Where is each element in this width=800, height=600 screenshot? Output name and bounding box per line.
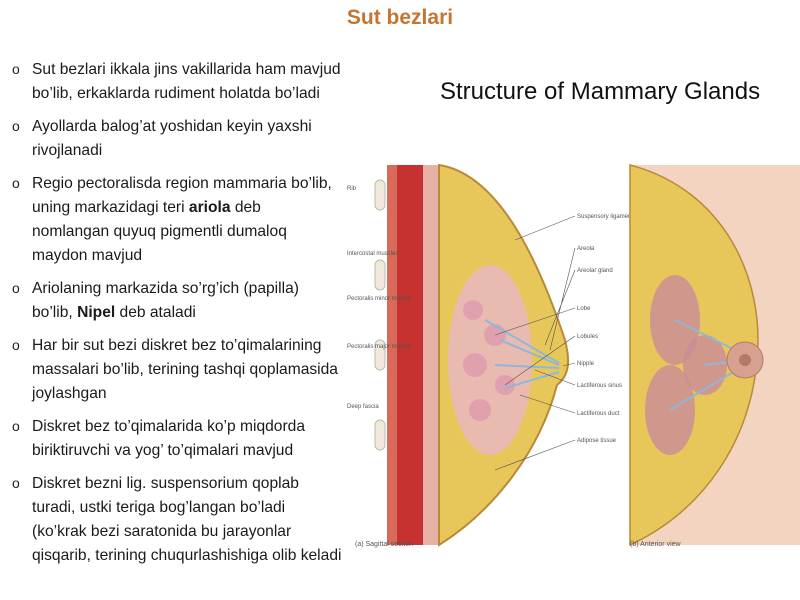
bullet-text: Sut bezlari ikkala jins vakillarida ham … <box>32 61 341 102</box>
label-intercostal: Intercostal muscles <box>347 251 398 257</box>
bullet-text: Har bir sut bezi diskret bez to’qimalari… <box>32 337 338 402</box>
label-lobe: Lobe <box>577 306 591 312</box>
label-lactiferous-sinus: Lactiferous sinus <box>577 383 622 389</box>
label-leader-lines <box>494 215 576 471</box>
label-adipose: Adipose tissue <box>577 438 617 444</box>
bullet-marker-icon: o <box>12 418 20 434</box>
label-areola: Areola <box>577 246 595 252</box>
rib-shape <box>374 419 386 451</box>
bullet-marker-icon: o <box>12 175 20 191</box>
rib-shape <box>374 259 386 291</box>
lactiferous-ducts <box>484 319 560 389</box>
muscle-layer-major <box>397 165 423 545</box>
bullet-text: Ariolaning markazida so’rg’ich (papilla)… <box>32 280 299 321</box>
bullet-marker-icon: o <box>12 280 20 296</box>
bullet-marker-icon: o <box>12 475 20 491</box>
bullet-item: o Diskret bezni lig. suspensorium qoplab … <box>12 472 342 568</box>
caption-anterior: (b) Anterior view <box>630 541 682 548</box>
bullet-item: o Har bir sut bezi diskret bez to’qimalar… <box>12 334 342 406</box>
label-lobules: Lobules <box>577 334 598 340</box>
label-pec-major: Pectoralis major muscle <box>347 344 411 350</box>
muscle-layer-minor <box>387 165 397 545</box>
label-lactiferous-duct: Lactiferous duct <box>577 411 620 417</box>
bullet-marker-icon: o <box>12 118 20 134</box>
bullet-marker-icon: o <box>12 337 20 353</box>
bullet-item: o Sut bezlari ikkala jins vakillarida ham… <box>12 58 342 106</box>
bullet-item: o Regio pectoralisda region mammaria bo’l… <box>12 172 342 268</box>
mammary-gland-illustration: Rib Intercostal muscles Pectoralis minor… <box>345 160 800 560</box>
label-deep-fascia: Deep fascia <box>347 404 379 410</box>
diagram-title: Structure of Mammary Glands <box>440 78 761 105</box>
label-rib: Rib <box>347 186 357 192</box>
caption-sagittal: (a) Sagittal section <box>355 541 413 548</box>
bullet-marker-icon: o <box>12 61 20 77</box>
bullet-text: Diskret bezni lig. suspensorium qoplab t… <box>32 475 342 564</box>
bullet-item: o Diskret bez to’qimalarida ko’p miqdorda… <box>12 415 342 463</box>
fascia-layer <box>423 165 439 545</box>
gland-lobe-area <box>448 265 532 455</box>
slide-title: Sut bezlari <box>346 6 454 29</box>
bullet-item: o Ayollarda balog’at yoshidan keyin yaxsh… <box>12 115 342 163</box>
bullet-item: o Ariolaning markazida so’rg’ich (papilla… <box>12 277 342 325</box>
label-suspensory: Suspensory ligaments <box>577 214 636 220</box>
label-nipple: Nipple <box>577 361 595 367</box>
label-areolar-gland: Areolar gland <box>577 268 613 274</box>
rib-shape <box>374 179 386 211</box>
nipple-shape <box>739 354 751 366</box>
label-pec-minor: Pectoralis minor muscle <box>347 296 411 302</box>
rib-shape <box>374 339 386 371</box>
bullet-text: Diskret bez to’qimalarida ko’p miqdorda … <box>32 418 306 459</box>
bullet-text: Regio pectoralisda region mammaria bo’li… <box>32 175 332 264</box>
bullet-list: o Sut bezlari ikkala jins vakillarida ham… <box>12 58 342 577</box>
bullet-text: Ayollarda balog’at yoshidan keyin yaxshi… <box>32 118 312 159</box>
